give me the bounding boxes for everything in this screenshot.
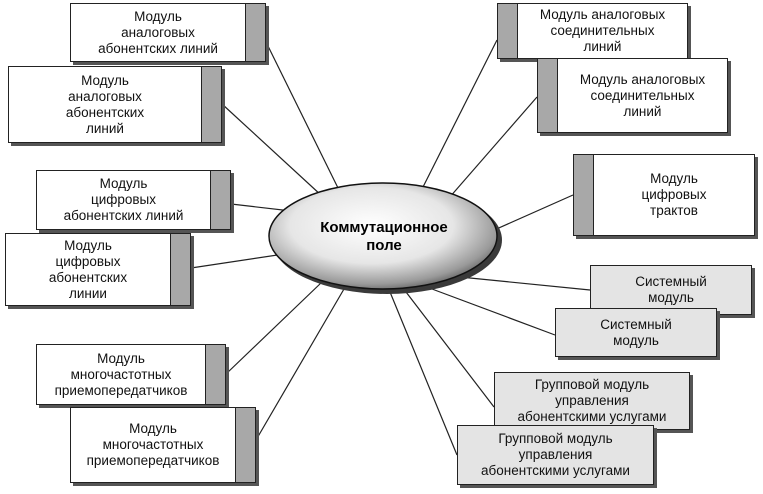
module-digital-subscriber-2: Модуль цифровых абонентских линии [5, 233, 191, 306]
module-tab [201, 67, 221, 142]
connector-line [265, 41, 340, 191]
module-analog-trunk-2: Модуль аналоговых соединительных линий [537, 58, 728, 133]
connector-line [190, 253, 285, 269]
module-group-services-2: Групповой модуль управления абонентскими… [457, 425, 654, 485]
module-label: Модуль цифровых трактов [641, 171, 707, 218]
module-tab [235, 408, 255, 482]
module-label: Модуль аналоговых абонентских линий [65, 72, 145, 136]
module-label: Системный модуль [635, 274, 707, 305]
module-analog-subscriber-1: Модуль аналоговых абонентских линий [70, 3, 266, 62]
module-label: Модуль аналоговых соединительных линий [539, 7, 666, 54]
connector-line [221, 103, 323, 197]
connector-line [225, 281, 323, 375]
module-tab [210, 171, 230, 229]
module-tab [574, 155, 594, 235]
connector-line [255, 288, 345, 441]
module-label: Модуль многочастотных приемопередатчиков [86, 421, 220, 468]
module-group-services-1: Групповой модуль управления абонентскими… [494, 372, 690, 430]
module-tab [170, 234, 190, 305]
connector-lines [190, 39, 591, 456]
module-label: Групповой модуль управления абонентскими… [481, 431, 630, 478]
module-label: Модуль аналоговых абонентских линий [98, 8, 218, 56]
module-tab [538, 59, 558, 132]
module-multifreq-transceiver-1: Модуль многочастотных приемопередатчиков [36, 344, 226, 405]
module-multifreq-transceiver-2: Модуль многочастотных приемопередатчиков [70, 407, 256, 483]
connector-line [431, 288, 556, 336]
connector-line [459, 276, 591, 291]
module-analog-trunk-1: Модуль аналоговых соединительных линий [497, 3, 688, 59]
module-tab [498, 4, 518, 58]
module-digital-trunk: Модуль цифровых трактов [573, 154, 755, 236]
module-label: Модуль многочастотных приемопередатчиков [54, 350, 188, 398]
module-analog-subscriber-2: Модуль аналоговых абонентских линий [8, 66, 222, 143]
module-label: Групповой модуль управления абонентскими… [517, 377, 667, 424]
module-system-1: Системный модуль [590, 265, 752, 315]
module-digital-subscriber-1: Модуль цифровых абонентских линий [36, 170, 231, 230]
module-label: Модуль аналоговых соединительных линий [579, 71, 706, 119]
hub-label: Коммутационное поле [320, 219, 448, 254]
connector-line [448, 96, 538, 199]
module-label: Системный модуль [600, 316, 672, 348]
module-tab [245, 4, 265, 61]
hub-ellipse [268, 182, 498, 290]
module-tab [205, 345, 225, 404]
module-system-2: Системный модуль [555, 308, 717, 357]
connector-line [405, 291, 495, 408]
connector-line [389, 291, 458, 456]
module-label: Модуль цифровых абонентских линии [48, 237, 128, 301]
module-label: Модуль цифровых абонентских линий [63, 176, 184, 223]
connector-line [421, 39, 498, 190]
